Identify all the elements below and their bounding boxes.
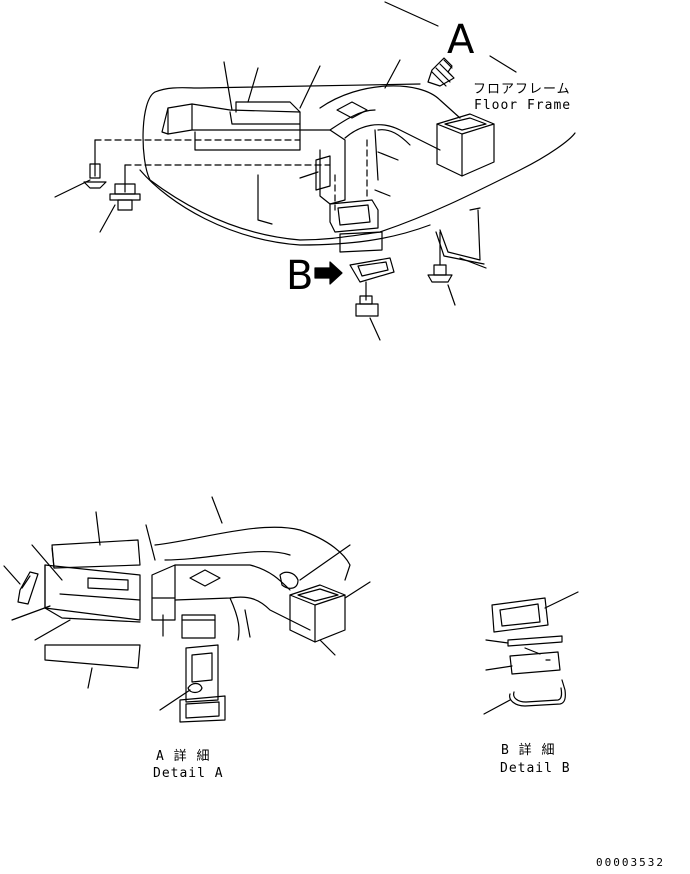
view-b-arrow-icon [314, 261, 343, 285]
hidden-lines [94, 139, 368, 211]
detail-a-duct-left [44, 564, 141, 623]
duct-curved-main [319, 85, 461, 181]
duct-center-section [299, 101, 376, 205]
detail-a-pad-left [17, 571, 39, 605]
duct-outlet-bottom [329, 199, 383, 253]
detail-b-bracket [509, 679, 566, 707]
detail-a-caption-jp: A 詳 細 [156, 749, 211, 764]
bolt-center [355, 281, 379, 317]
leader-lines-detail-b [483, 591, 579, 715]
duct-left-section [161, 101, 301, 151]
duct-outlet-right [436, 113, 495, 177]
drawing-number: 00003532 [596, 856, 665, 869]
detail-a-strip-bottom [44, 644, 141, 669]
bolt-right [427, 231, 453, 283]
bolt-left-1 [83, 139, 107, 189]
leader-lines-top [54, 1, 517, 341]
detail-b-caption-en: Detail B [500, 761, 571, 776]
detail-b-seal-strip [507, 635, 563, 647]
bolt-left-2 [109, 164, 141, 211]
detail-b-caption-jp: B 詳 細 [501, 743, 556, 758]
detail-b-plate [509, 651, 561, 675]
floor-frame-label-jp: フロアフレーム [473, 82, 571, 97]
floor-frame-outline [139, 83, 576, 246]
view-a-label: A [447, 17, 475, 63]
detail-b-grommet [491, 597, 549, 633]
duct-vent-top [336, 101, 368, 119]
detail-a-strip-top [51, 539, 141, 569]
detail-a-outlet-bottom [179, 644, 226, 723]
grommet-b [349, 257, 395, 283]
leader-lines-detail-a [3, 496, 371, 711]
bracket-right [435, 207, 485, 265]
view-b-label: B [286, 253, 314, 299]
detail-a-duct-center [151, 564, 216, 639]
detail-a-caption-en: Detail A [153, 766, 224, 781]
floor-frame-label-en: Floor Frame [474, 98, 572, 113]
view-a-arrow-icon [427, 57, 455, 87]
detail-a-vent-top [189, 569, 221, 587]
detail-a-duct-curved [154, 526, 351, 643]
